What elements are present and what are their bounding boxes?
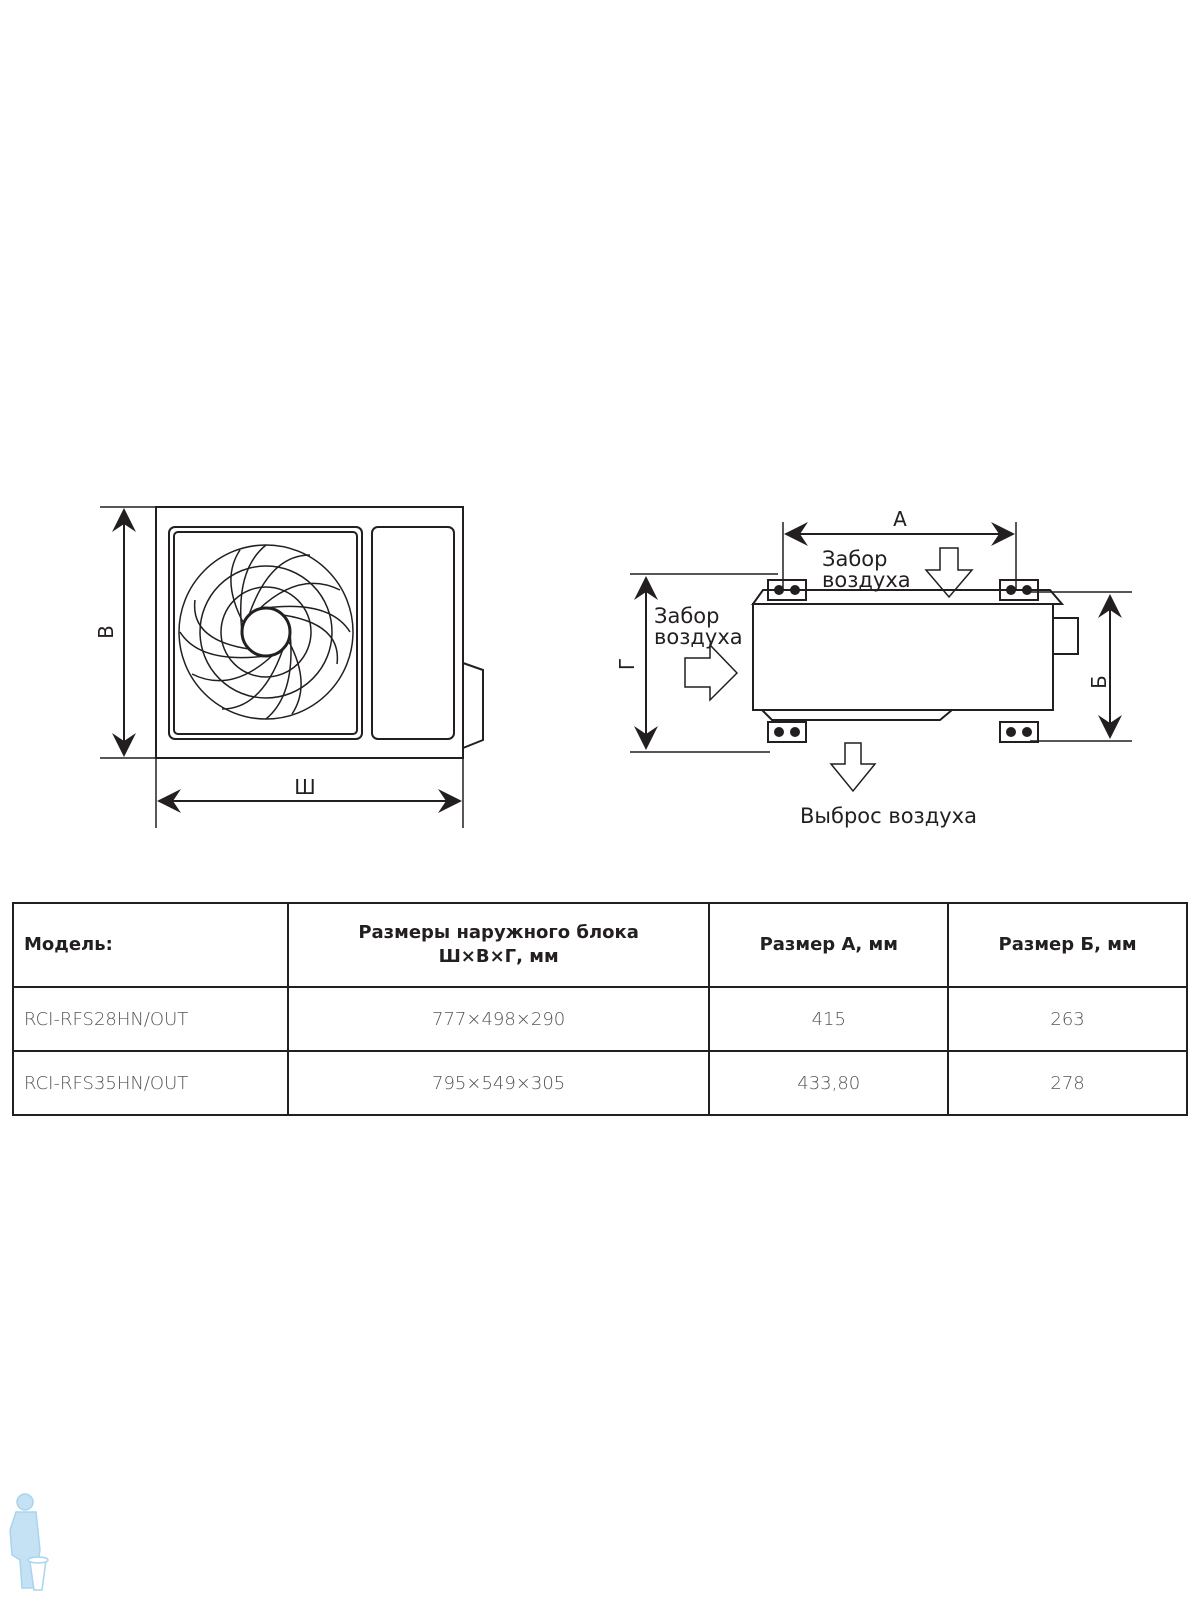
mounting-foot-icon xyxy=(767,579,807,601)
cell-a: 433,80 xyxy=(708,1050,950,1116)
header-dimensions-line1: Размеры наружного блока xyxy=(358,922,639,943)
height-label: В xyxy=(94,625,118,639)
cell-dims: 795×549×305 xyxy=(286,1050,711,1116)
header-size-a: Размер А, мм xyxy=(708,902,950,988)
dim-b-label: Б xyxy=(1087,675,1111,689)
width-label: Ш xyxy=(294,775,315,799)
intake-left-label: Забор xyxy=(654,604,719,628)
arrow-right-icon xyxy=(684,643,739,702)
plumber-logo-icon xyxy=(9,1493,49,1591)
header-dimensions-line2: Ш×В×Г, мм xyxy=(438,946,559,967)
header-size-b: Размер Б, мм xyxy=(947,902,1188,988)
header-model: Модель: xyxy=(12,902,289,988)
dim-a-label: А xyxy=(893,507,907,531)
table-row: RCI-RFS35HN/OUT 795×549×305 433,80 278 xyxy=(12,1050,1188,1116)
dim-depth-label: Г xyxy=(615,658,639,670)
dimension-diagram: В Ш А Б Г Забор воздуха Забор воздуха Вы… xyxy=(94,506,1132,828)
outdoor-unit-front-view xyxy=(100,506,484,828)
mounting-foot-icon xyxy=(999,721,1039,743)
outdoor-unit-top-view xyxy=(630,522,1132,793)
cell-b: 278 xyxy=(947,1050,1188,1116)
cell-model: RCI-RFS35HN/OUT xyxy=(12,1050,289,1116)
arrow-down-icon xyxy=(924,547,974,599)
cell-b: 263 xyxy=(947,986,1188,1052)
cell-model: RCI-RFS28HN/OUT xyxy=(12,986,289,1052)
cell-dims: 777×498×290 xyxy=(286,986,711,1052)
intake-left-label: воздуха xyxy=(654,625,743,649)
intake-top-label: Забор xyxy=(822,547,887,571)
exhaust-label: Выброс воздуха xyxy=(800,804,977,828)
fan-icon xyxy=(178,544,354,720)
table-row: RCI-RFS28HN/OUT 777×498×290 415 263 xyxy=(12,986,1188,1052)
arrow-down-icon xyxy=(829,742,877,793)
intake-top-label: воздуха xyxy=(822,568,911,592)
mounting-foot-icon xyxy=(999,579,1039,601)
cell-a: 415 xyxy=(708,986,950,1052)
mounting-foot-icon xyxy=(767,721,807,743)
